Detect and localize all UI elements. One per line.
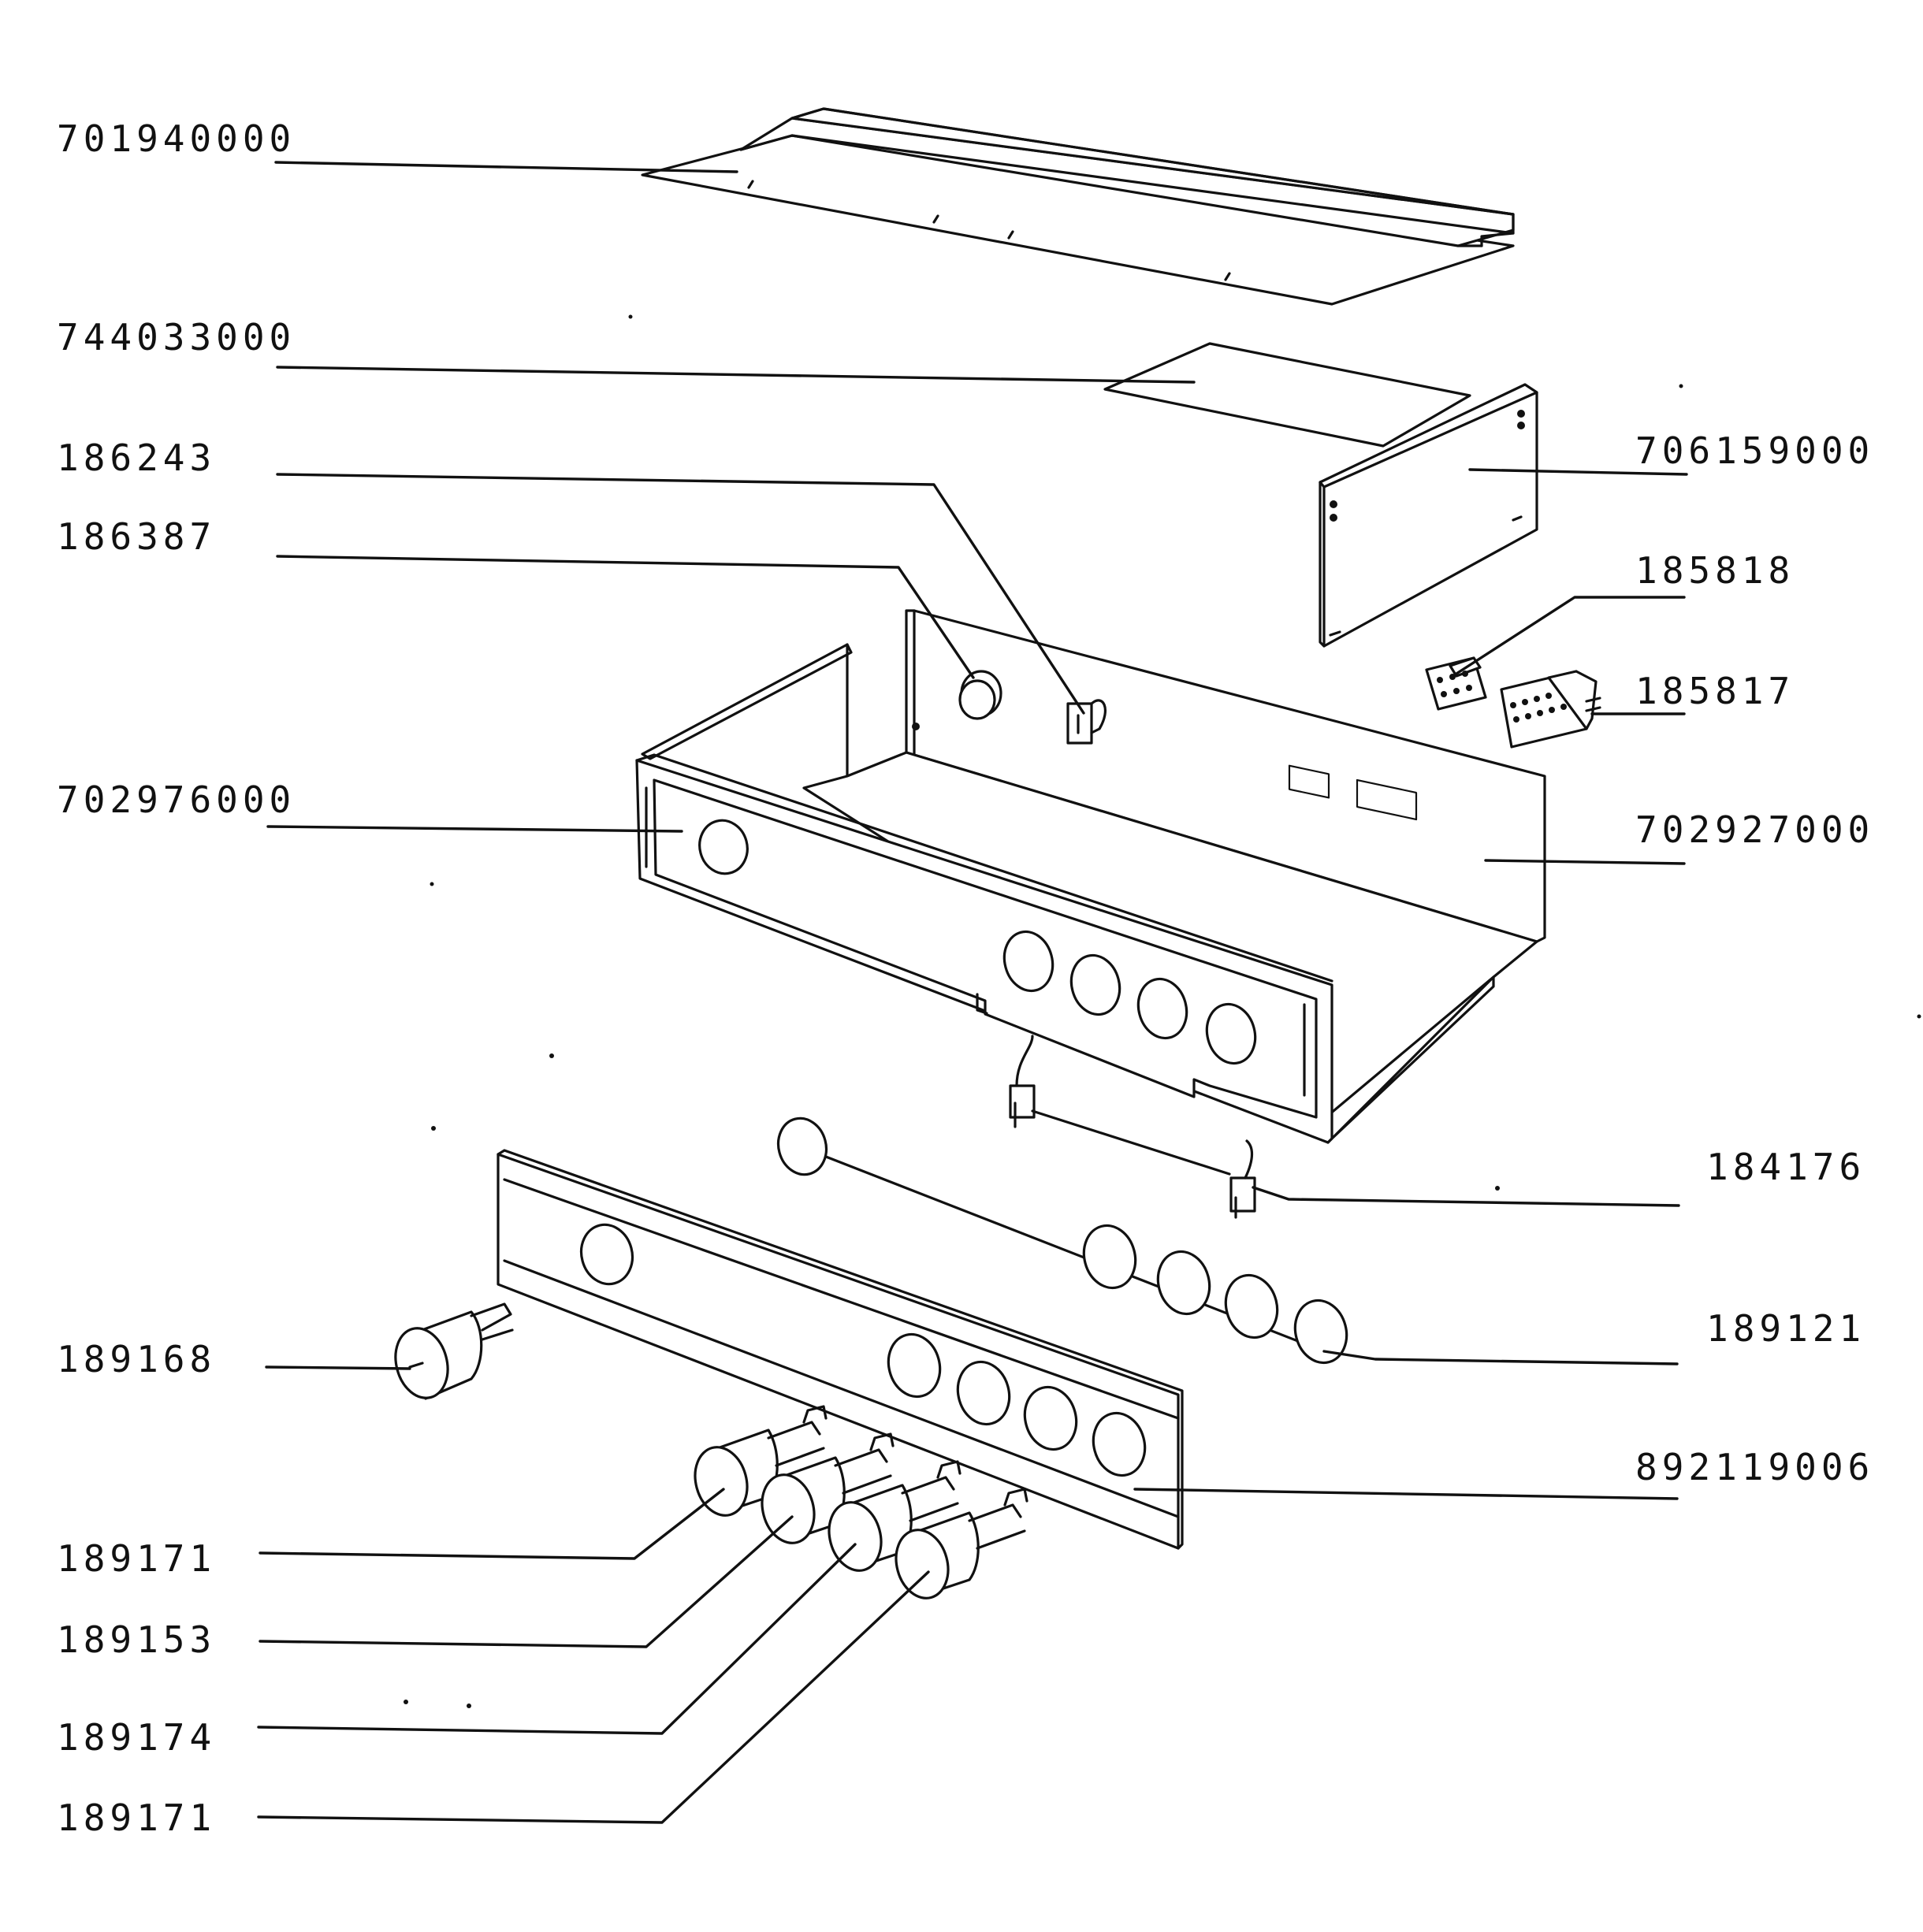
leader-701940000 [274, 161, 738, 173]
control-box-housing [635, 609, 1546, 1144]
label-189174: 189174 [57, 1716, 216, 1759]
rear-side-panel [1319, 383, 1538, 648]
front-control-panel [497, 1149, 1184, 1550]
control-knob-189174 [828, 1460, 962, 1572]
leader-702976000 [266, 825, 683, 833]
label-744033000: 744033000 [57, 316, 296, 359]
connector-185818 [1425, 656, 1487, 711]
label-189171-bottom: 189171 [57, 1796, 216, 1839]
leader-892119006 [1133, 1488, 1679, 1500]
leader-702927000 [1484, 859, 1686, 865]
leader-186243 [276, 473, 1085, 715]
leader-185818 [1455, 596, 1686, 675]
timer-knob-189168 [394, 1302, 514, 1400]
insulation-sheet [1103, 342, 1471, 448]
leader-189171-top [259, 1488, 725, 1560]
control-knob-189171-a [694, 1405, 828, 1517]
leader-189121 [1322, 1350, 1679, 1365]
leader-189168 [265, 1365, 411, 1370]
leader-189174 [257, 1543, 857, 1735]
connector-185817 [1500, 670, 1601, 749]
switch-186243 [1066, 699, 1107, 745]
scan-specks [404, 314, 1921, 1708]
leader-706159000 [1468, 468, 1688, 476]
leader-186387 [276, 555, 975, 679]
label-702927000: 702927000 [1635, 808, 1874, 851]
control-knob-189153 [761, 1432, 895, 1544]
label-185817: 185817 [1635, 670, 1795, 712]
leader-189153 [259, 1515, 794, 1648]
label-189121: 189121 [1706, 1307, 1865, 1350]
label-185818: 185818 [1635, 549, 1795, 592]
label-702976000: 702976000 [57, 778, 296, 821]
label-892119006: 892119006 [1635, 1446, 1874, 1488]
label-186243: 186243 [57, 437, 216, 479]
label-706159000: 706159000 [1635, 429, 1874, 472]
part-labels: 701940000 744033000 186243 186387 706159… [57, 117, 1874, 1839]
indicator-lamp-186387 [958, 670, 1002, 720]
label-189168: 189168 [57, 1338, 216, 1380]
leader-189171-bottom [257, 1570, 930, 1824]
indicator-lenses-189121 [776, 1116, 1348, 1365]
label-189171-top: 189171 [57, 1537, 216, 1580]
leader-744033000 [276, 366, 1196, 384]
label-701940000: 701940000 [57, 117, 296, 160]
control-knob-189171-b [895, 1488, 1028, 1599]
label-189153: 189153 [57, 1618, 216, 1661]
label-184176: 184176 [1706, 1146, 1865, 1188]
switch-assembly-184176 [1009, 1035, 1256, 1219]
leader-lines [257, 161, 1688, 1824]
top-cover-panel [641, 107, 1515, 306]
leader-184176 [1252, 1186, 1680, 1207]
label-186387: 186387 [57, 515, 216, 558]
